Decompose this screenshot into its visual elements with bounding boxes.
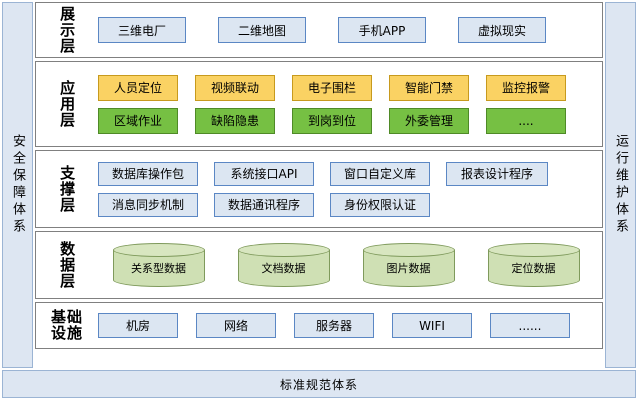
cylinder-top-ellipse xyxy=(362,243,455,257)
node-monitoring-alarm[interactable]: 监控报警 xyxy=(486,74,566,101)
layer-presentation: 展示层 三维电厂 二维地图 手机APP 虚拟现实 xyxy=(35,2,603,58)
node-infrastructure-more[interactable]: ...... xyxy=(490,313,570,338)
layer-infrastructure: 基础 设施 机房 网络 服务器 WIFI ...... xyxy=(35,302,603,349)
cylinder-relational-data[interactable]: 关系型数据 xyxy=(112,243,205,287)
node-network[interactable]: 网络 xyxy=(196,313,276,338)
layer-data: 数据层 关系型数据 文档数据 xyxy=(35,231,603,299)
layer-infrastructure-label-line2: 设施 xyxy=(50,323,83,342)
node-smart-access-control[interactable]: 智能门禁 xyxy=(389,74,469,101)
node-2d-map[interactable]: 二维地图 xyxy=(218,17,306,43)
cylinder-positioning-data[interactable]: 定位数据 xyxy=(487,243,580,287)
layer-support-body: 数据库操作包 系统接口API 窗口自定义库 报表设计程序 消息同步机制 数据通讯… xyxy=(98,151,602,227)
cylinder-top-ellipse xyxy=(237,243,330,257)
right-rail-label: 运行维护体系 xyxy=(613,134,628,236)
node-regional-operation[interactable]: 区域作业 xyxy=(98,107,178,134)
node-mobile-app[interactable]: 手机APP xyxy=(338,17,426,43)
layer-application-label: 应用层 xyxy=(58,80,77,128)
right-rail-operation-maintenance-system: 运行维护体系 xyxy=(605,2,636,368)
cylinder-top-ellipse xyxy=(112,243,205,257)
layer-data-label: 数据层 xyxy=(58,241,77,289)
cylinder-label: 定位数据 xyxy=(511,261,556,275)
cylinder-label: 文档数据 xyxy=(261,261,306,275)
node-message-sync-mechanism[interactable]: 消息同步机制 xyxy=(98,192,198,217)
layer-infrastructure-row: 机房 网络 服务器 WIFI ...... xyxy=(98,313,594,338)
layer-data-body: 关系型数据 文档数据 图片数据 定 xyxy=(98,232,602,298)
cylinder-image-data[interactable]: 图片数据 xyxy=(362,243,455,287)
layer-stack: 展示层 三维电厂 二维地图 手机APP 虚拟现实 应用层 人员定位 视频联动 xyxy=(35,2,603,368)
node-data-communication-program[interactable]: 数据通讯程序 xyxy=(214,192,314,217)
layer-support-row-2: 消息同步机制 数据通讯程序 身份权限认证 xyxy=(98,192,594,217)
layer-presentation-body: 三维电厂 二维地图 手机APP 虚拟现实 xyxy=(98,3,602,57)
node-computer-room[interactable]: 机房 xyxy=(98,313,178,338)
node-outsourcing-management[interactable]: 外委管理 xyxy=(389,107,469,134)
cylinder-label: 图片数据 xyxy=(386,261,431,275)
node-wifi[interactable]: WIFI xyxy=(392,313,472,338)
layer-infrastructure-label: 基础 设施 xyxy=(36,303,98,348)
node-system-interface-api[interactable]: 系统接口API xyxy=(214,161,314,186)
left-rail-security-guarantee-system: 安全保障体系 xyxy=(2,2,33,368)
node-electronic-fence[interactable]: 电子围栏 xyxy=(292,74,372,101)
node-identity-authorization[interactable]: 身份权限认证 xyxy=(330,192,430,217)
layer-infrastructure-label-line1: 基础 xyxy=(50,307,83,326)
layer-support-label: 支撑层 xyxy=(58,165,77,213)
node-window-custom-library[interactable]: 窗口自定义库 xyxy=(330,161,430,186)
node-on-duty-in-place[interactable]: 到岗到位 xyxy=(292,107,372,134)
node-3d-power-plant[interactable]: 三维电厂 xyxy=(98,17,186,43)
node-virtual-reality[interactable]: 虚拟现实 xyxy=(458,17,546,43)
layer-application-body: 人员定位 视频联动 电子围栏 智能门禁 监控报警 区域作业 缺陷隐患 到岗到位 … xyxy=(98,62,602,146)
node-database-operation-package[interactable]: 数据库操作包 xyxy=(98,161,198,186)
cylinder-document-data[interactable]: 文档数据 xyxy=(237,243,330,287)
bottom-bar-standard-specification-system: 标准规范体系 xyxy=(2,370,636,398)
layer-application-row-1: 人员定位 视频联动 电子围栏 智能门禁 监控报警 xyxy=(98,74,594,101)
cylinder-top-ellipse xyxy=(487,243,580,257)
node-personnel-positioning[interactable]: 人员定位 xyxy=(98,74,178,101)
layer-presentation-label: 展示层 xyxy=(58,6,77,54)
node-defect-hazard[interactable]: 缺陷隐患 xyxy=(195,107,275,134)
bottom-bar-label: 标准规范体系 xyxy=(279,377,358,392)
cylinder-label: 关系型数据 xyxy=(131,261,186,275)
layer-presentation-row: 三维电厂 二维地图 手机APP 虚拟现实 xyxy=(98,17,594,43)
node-application-more[interactable]: .... xyxy=(486,107,566,134)
left-rail-label: 安全保障体系 xyxy=(10,134,25,236)
layer-support-row-1: 数据库操作包 系统接口API 窗口自定义库 报表设计程序 xyxy=(98,161,594,186)
node-video-linkage[interactable]: 视频联动 xyxy=(195,74,275,101)
node-report-design-program[interactable]: 报表设计程序 xyxy=(446,161,548,186)
node-server[interactable]: 服务器 xyxy=(294,313,374,338)
layer-application-row-2: 区域作业 缺陷隐患 到岗到位 外委管理 .... xyxy=(98,107,594,134)
layer-support: 支撑层 数据库操作包 系统接口API 窗口自定义库 报表设计程序 消息同步机制 … xyxy=(35,150,603,228)
layer-application: 应用层 人员定位 视频联动 电子围栏 智能门禁 监控报警 区域作业 缺陷隐患 到… xyxy=(35,61,603,147)
layer-infrastructure-body: 机房 网络 服务器 WIFI ...... xyxy=(98,303,602,348)
